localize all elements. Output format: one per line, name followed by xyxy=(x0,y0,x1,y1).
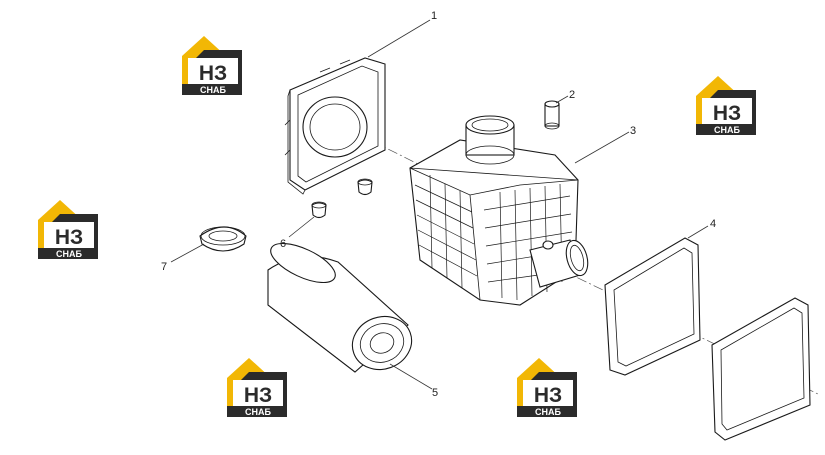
watermark-logo: НЗ СНАБ xyxy=(517,358,577,417)
watermark-top-text: НЗ xyxy=(199,62,227,85)
callout-5: 5 xyxy=(389,363,438,399)
watermark-logo: НЗ СНАБ xyxy=(182,36,242,95)
callout-1: 1 xyxy=(367,10,437,58)
watermark-bottom-text: СНАБ xyxy=(200,85,226,95)
callout-number: 3 xyxy=(630,125,636,137)
callout-number: 6 xyxy=(280,238,286,250)
watermark-logo: НЗ СНАБ xyxy=(38,200,98,259)
watermark-top-text: НЗ xyxy=(713,102,741,125)
callout-number: 4 xyxy=(710,218,716,230)
callout-number: 1 xyxy=(431,10,437,22)
part-filter-cartridge xyxy=(267,242,413,373)
watermark-top-text: НЗ xyxy=(244,384,272,407)
part-seal-frame xyxy=(604,237,811,441)
part-cap xyxy=(199,226,247,252)
callout-6: 6 xyxy=(280,216,315,250)
watermark-top-text: НЗ xyxy=(55,226,83,249)
watermark-top-text: НЗ xyxy=(534,384,562,407)
part-housing xyxy=(409,115,589,306)
callout-number: 5 xyxy=(432,387,438,399)
callout-number: 7 xyxy=(161,261,167,273)
watermark-bottom-text: СНАБ xyxy=(245,407,271,417)
callout-7: 7 xyxy=(161,243,205,273)
callout-number: 2 xyxy=(569,89,575,101)
watermark-bottom-text: СНАБ xyxy=(714,125,740,135)
watermark-logo: НЗ СНАБ xyxy=(227,358,287,417)
callout-4: 4 xyxy=(687,218,716,239)
watermark-bottom-text: СНАБ xyxy=(535,407,561,417)
watermark-logo: НЗ СНАБ xyxy=(696,76,756,135)
watermark-bottom-text: СНАБ xyxy=(56,249,82,259)
part-plug xyxy=(544,100,560,130)
part-cover xyxy=(284,57,386,195)
part-valve xyxy=(311,178,373,219)
callout-2: 2 xyxy=(555,89,575,104)
callout-3: 3 xyxy=(574,125,636,164)
